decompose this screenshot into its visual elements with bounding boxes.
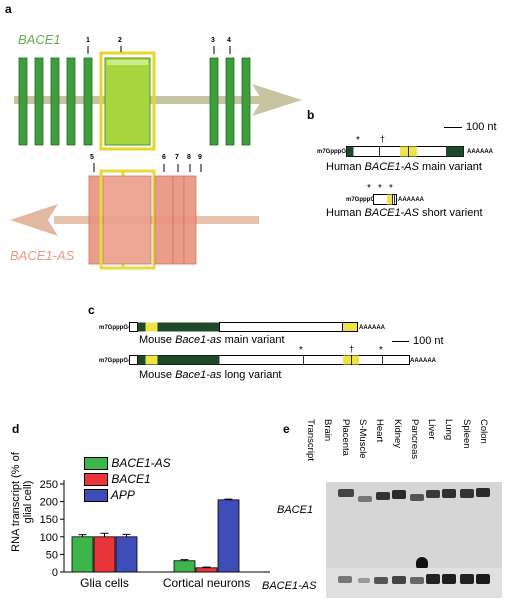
polya-label: AAAAAA <box>467 149 493 155</box>
dagger-marker: † <box>349 344 355 354</box>
y-tick-label: 0 <box>52 567 58 579</box>
gene-structure-diagram <box>10 46 302 270</box>
y-tick-label: 200 <box>40 497 58 509</box>
bar <box>71 536 94 573</box>
scale-label: 100 nt <box>466 121 497 133</box>
lane-label: Lung <box>443 419 455 441</box>
x-category-label: Glia cells <box>80 576 129 590</box>
panel-label-c: c <box>88 303 95 317</box>
bar <box>217 499 240 573</box>
human-short-variant-diagram <box>373 194 397 205</box>
northern-blot-bace1 <box>326 482 502 582</box>
lane-label: Spleen <box>460 419 472 449</box>
cap-label: m7GpppG- <box>346 197 377 203</box>
star-marker: * <box>389 183 393 194</box>
human-main-caption: Human BACE1-AS main variant <box>326 161 482 173</box>
blot-row-label-bace1: BACE1 <box>277 504 314 516</box>
polya-label: AAAAAA <box>398 197 424 203</box>
cap-label: m7GpppG- <box>317 149 348 155</box>
bar <box>93 536 116 573</box>
panel-label-a: a <box>5 2 12 16</box>
mouse-main-variant-diagram <box>129 322 358 332</box>
bar <box>173 560 196 573</box>
lane-label: Transcript <box>305 419 316 461</box>
star-marker: * <box>299 345 303 356</box>
x-category-label: Cortical neurons <box>163 576 250 590</box>
lane-label: Placenta <box>339 419 351 456</box>
y-axis-label-wrap: RNA transcript (% of glial cell) <box>10 452 34 572</box>
legend-swatch <box>84 489 108 503</box>
panel-label-d: d <box>12 422 20 436</box>
exon-number: 8 <box>187 154 191 161</box>
blot-row-label-bace1-as: BACE1-AS <box>262 580 317 592</box>
legend-item: BACE1 <box>84 471 171 487</box>
mouse-main-caption: Mouse Bace1-as main variant <box>139 334 285 346</box>
scale-label: 100 nt <box>413 335 444 347</box>
y-tick-label: 50 <box>46 549 58 561</box>
gene-label-bace1-as: BACE1-AS <box>10 248 75 263</box>
legend-item: BACE1-AS <box>84 455 171 471</box>
scale-bar <box>392 341 409 342</box>
exon-number: 1 <box>86 37 90 44</box>
bace1-as-exons <box>88 169 197 270</box>
northern-blot-bace1-as <box>326 568 502 598</box>
lane-label: Brain <box>322 419 334 442</box>
legend-label: BACE1 <box>108 472 151 486</box>
chart-legend: BACE1-AS BACE1 APP <box>84 455 171 503</box>
lane-label: Colon <box>478 419 489 444</box>
y-tick-label: 250 <box>40 479 58 491</box>
polya-label: AAAAAA <box>410 358 436 364</box>
y-tick-label: 100 <box>40 532 58 544</box>
exon-number: 6 <box>162 154 166 161</box>
polya-label: AAAAAA <box>359 325 385 331</box>
legend-label: BACE1-AS <box>108 456 171 470</box>
star-marker: * <box>356 135 360 146</box>
panel-label-b: b <box>307 108 315 122</box>
legend-label: APP <box>108 488 135 502</box>
legend-swatch <box>84 457 108 471</box>
cap-label: m7GpppG- <box>99 325 130 331</box>
exon-number: 2 <box>118 37 122 44</box>
y-axis-label: RNA transcript (% of glial cell) <box>10 452 34 552</box>
bar <box>115 536 138 573</box>
dagger-marker: † <box>380 134 386 144</box>
bace1-exons <box>18 51 251 151</box>
panel-label-e: e <box>283 422 290 436</box>
cap-label: m7GpppG- <box>99 358 130 364</box>
star-marker: * <box>379 345 383 356</box>
mouse-long-variant-diagram <box>129 355 410 365</box>
star-marker: * <box>378 183 382 194</box>
human-main-variant-diagram <box>346 146 464 157</box>
lane-label: S-Muscle <box>356 419 368 459</box>
exon-number: 9 <box>198 154 202 161</box>
antisense-arrowhead <box>10 204 58 236</box>
exon-number: 7 <box>175 154 179 161</box>
gene-label-bace1: BACE1 <box>18 32 61 47</box>
exon-number: 4 <box>227 37 231 44</box>
lane-label: Kidney <box>391 419 403 449</box>
exon-number: 5 <box>90 154 94 161</box>
lane-label: Heart <box>374 419 386 443</box>
lane-label: Liver <box>426 419 438 440</box>
star-marker: * <box>367 183 371 194</box>
human-short-caption: Human BACE1-AS short varient <box>326 207 483 219</box>
scale-bar <box>444 127 462 128</box>
y-tick-label: 150 <box>40 514 58 526</box>
exon-number: 3 <box>211 37 215 44</box>
legend-swatch <box>84 473 108 487</box>
bar <box>195 567 218 573</box>
legend-item: APP <box>84 487 171 503</box>
mouse-long-caption: Mouse Bace1-as long variant <box>139 369 282 381</box>
sense-arrowhead <box>252 84 302 116</box>
lane-label: Pancreas <box>408 419 420 460</box>
